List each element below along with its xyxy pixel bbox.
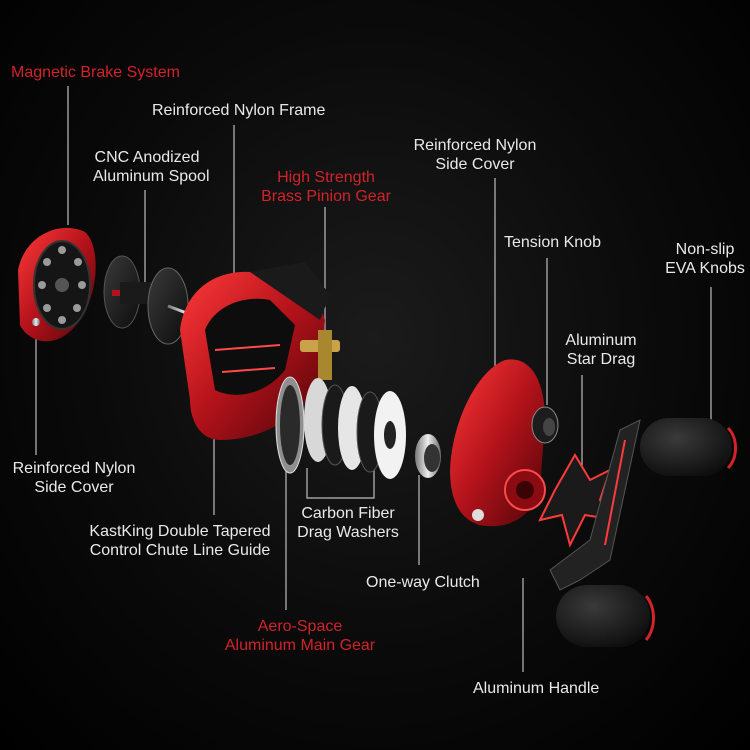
handle-part [549,419,641,591]
drag-washers-part [304,378,406,479]
label-eva-knobs: Non-slip EVA Knobs [665,241,745,277]
label-pinion-gear: High Strength Brass Pinion Gear [261,169,391,205]
label-clutch: One-way Clutch [366,574,480,591]
tension-knob-part [531,406,559,444]
label-reinforced-frame: Reinforced Nylon Frame [152,102,326,119]
eva-knob-top [640,418,737,476]
label-drag-washers: Carbon Fiber Drag Washers [297,505,399,541]
leader-drag-washers [306,468,375,499]
right-side-cover-part [450,359,546,527]
label-star-drag: Aluminum Star Drag [565,332,637,368]
label-line-guide: KastKing Double Tapered Control Chute Li… [89,523,271,559]
label-spool: CNC Anodized Aluminum Spool [93,149,210,185]
label-left-side-cover: Reinforced Nylon Side Cover [12,460,136,496]
label-main-gear: Aero-Space Aluminum Main Gear [224,618,376,654]
label-right-side-cover: Reinforced Nylon Side Cover [413,137,537,173]
label-magnetic-brake: Magnetic Brake System [11,64,180,81]
left-side-cover-part [18,227,96,342]
clutch-part [415,434,441,478]
eva-knob-bottom [556,585,655,647]
label-handle: Aluminum Handle [473,680,600,697]
gear-stack-part [275,330,340,474]
spool-part [103,255,206,345]
label-tension-knob: Tension Knob [504,234,601,251]
